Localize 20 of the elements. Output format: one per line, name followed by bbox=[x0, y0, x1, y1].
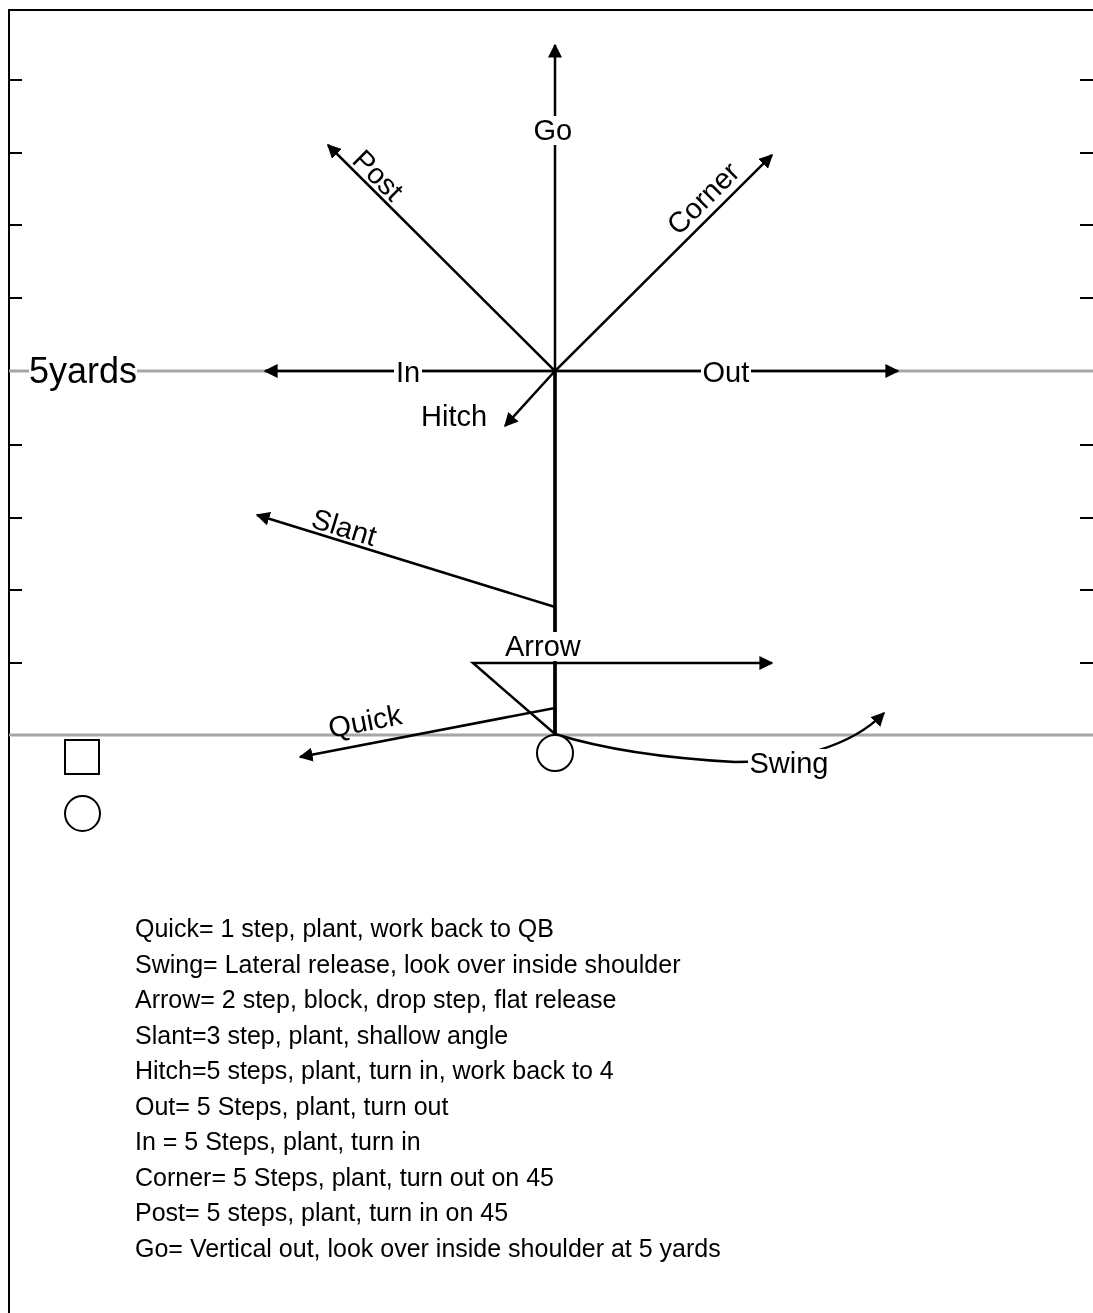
route-note: Corner= 5 Steps, plant, turn out on 45 bbox=[135, 1164, 555, 1190]
route-note: Arrow= 2 step, block, drop step, flat release bbox=[135, 987, 617, 1012]
route-label: Arrow bbox=[503, 631, 583, 661]
route-note: Swing= Lateral release, look over inside shoulder bbox=[135, 951, 681, 977]
square-symbol bbox=[64, 739, 100, 775]
route-note: Hitch=5 steps, plant, turn in, work back to 4 bbox=[135, 1058, 614, 1083]
route-arrow bbox=[298, 706, 557, 762]
route-note: Post= 5 steps, plant, turn in on 45 bbox=[135, 1200, 509, 1225]
route-arrow bbox=[469, 656, 774, 735]
route-note: Slant=3 step, plant, shallow angle bbox=[135, 1022, 509, 1048]
route-note: In = 5 Steps, plant, turn in bbox=[135, 1129, 421, 1154]
route-note: Out= 5 Steps, plant, turn out bbox=[135, 1093, 449, 1119]
route-label: Quick bbox=[325, 699, 405, 743]
distance-label: 5yards bbox=[29, 353, 138, 389]
circle-symbol bbox=[64, 795, 101, 832]
route-label: Hitch bbox=[421, 401, 488, 431]
circle-symbol bbox=[536, 734, 574, 772]
route-label: Slant bbox=[308, 503, 380, 551]
route-note: Quick= 1 step, plant, work back to QB bbox=[135, 916, 554, 941]
route-note: Go= Vertical out, look over inside shoulder at 5 yards bbox=[135, 1235, 721, 1261]
